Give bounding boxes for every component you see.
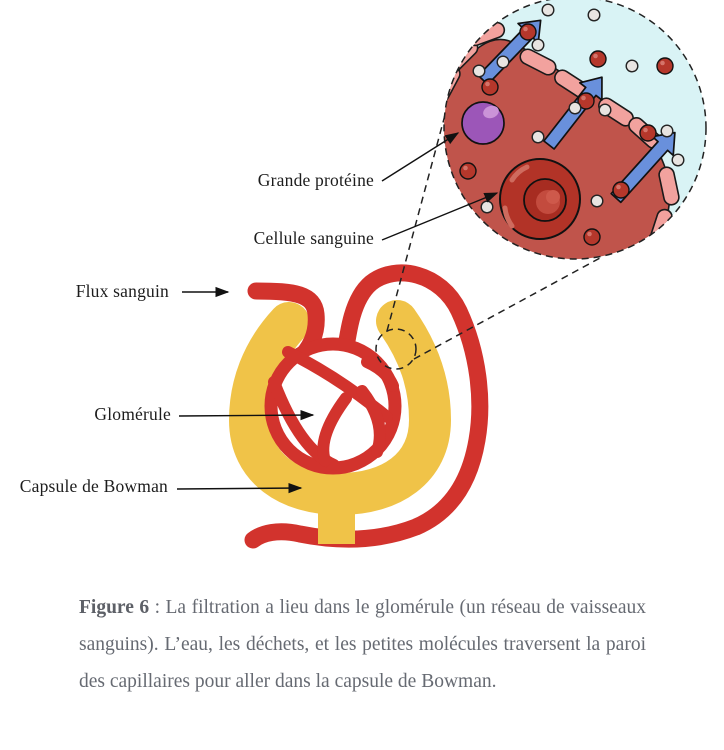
label-capsule-bowman: Capsule de Bowman: [19, 476, 168, 496]
magnified-region-circle: [375, 328, 417, 370]
water-molecule: [480, 200, 494, 214]
water-molecule: [496, 55, 510, 69]
figure-caption-text: : La filtration a lieu dans le glomérule…: [79, 597, 646, 692]
figure-caption: Figure 6 : La filtration a lieu dans le …: [79, 589, 646, 700]
water-molecule: [568, 101, 582, 115]
efferent-vessel: [244, 264, 489, 549]
label-grande-proteine: Grande protéine: [257, 170, 374, 190]
water-molecule: [671, 153, 685, 167]
nephron-filtration-illustration: [176, 0, 707, 549]
water-molecule: [587, 8, 601, 22]
large-protein: [461, 101, 505, 145]
label-arrows: [176, 132, 499, 494]
water-molecule: [590, 194, 604, 208]
capillary-inset: [444, 0, 706, 259]
waste-molecule: [481, 78, 499, 96]
water-molecule: [598, 103, 612, 117]
waste-molecule: [583, 228, 601, 246]
inset-border-circle: [443, 0, 707, 260]
waste-molecule: [612, 181, 630, 199]
waste-molecule: [459, 162, 477, 180]
waste-molecule: [589, 50, 607, 68]
label-glomerule: Glomérule: [94, 404, 171, 424]
water-molecule: [625, 59, 639, 73]
water-molecule: [541, 3, 555, 17]
water-molecules: [472, 3, 685, 214]
water-molecule: [531, 38, 545, 52]
water-molecule: [660, 124, 674, 138]
waste-molecule: [656, 57, 674, 75]
water-molecule: [531, 130, 545, 144]
magnifier-links: [375, 114, 601, 370]
renal-corpuscle: [228, 264, 489, 549]
waste-molecule: [639, 124, 657, 142]
blood-cell: [499, 158, 581, 240]
glomerulus-tangle: [264, 337, 402, 475]
waste-molecules: [459, 23, 674, 246]
capsule-stem: [318, 474, 355, 544]
water-molecule: [472, 64, 486, 78]
label-flux-sanguin: Flux sanguin: [75, 281, 169, 301]
waste-molecule: [519, 23, 537, 41]
label-cellule-sanguine: Cellule sanguine: [253, 228, 374, 248]
figure-caption-number: Figure 6: [79, 597, 150, 618]
